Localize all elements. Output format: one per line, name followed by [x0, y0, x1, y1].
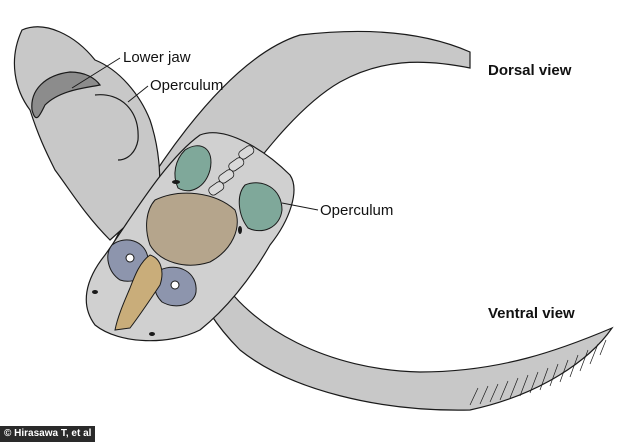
image-credit: © Hirasawa T, et al	[0, 426, 96, 442]
ventral-body	[194, 269, 614, 411]
label-lower-jaw: Lower jaw	[123, 49, 191, 66]
vertebrae	[208, 145, 255, 196]
label-operculum-dorsal: Operculum	[150, 77, 223, 94]
lower-jaw-shape	[31, 71, 102, 119]
eye-right	[170, 280, 180, 290]
tail-fin	[469, 339, 607, 406]
dark-marks	[92, 180, 242, 336]
label-dorsal-view: Dorsal view	[488, 62, 572, 79]
label-ventral-view: Ventral view	[488, 305, 575, 322]
cranium	[146, 192, 238, 266]
gill-right	[238, 182, 283, 232]
label-operculum-ventral: Operculum	[320, 202, 393, 219]
leader-lines	[71, 57, 319, 211]
eye-left	[125, 253, 135, 263]
operculum-dorsal-shape	[94, 94, 139, 161]
snout-structure	[114, 254, 163, 331]
gill-left	[174, 145, 212, 192]
